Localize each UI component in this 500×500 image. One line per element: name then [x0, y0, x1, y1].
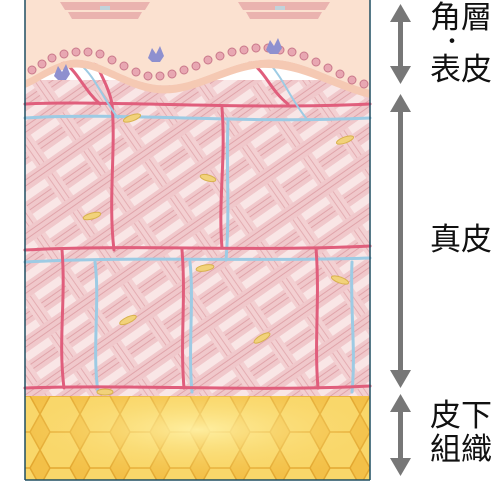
dermis-layer	[25, 80, 370, 396]
arrow-epidermis	[390, 4, 411, 84]
epidermis-layer	[25, 0, 370, 98]
diagram-frame	[24, 0, 371, 481]
epidermis-label-line1: 角層	[430, 0, 492, 36]
dermis-label: 真皮	[430, 222, 492, 258]
subcutis-label-line1: 皮下	[430, 398, 492, 434]
epidermis-label-separator: ・	[441, 30, 464, 55]
blood-vessel-network	[23, 58, 372, 394]
subcutaneous-fat-layer	[25, 396, 370, 480]
arrow-subcutis	[390, 394, 411, 476]
fibroblast-cells	[82, 113, 355, 396]
arrow-dermis	[390, 94, 411, 388]
subcutis-label-line2: 組織	[430, 432, 492, 468]
epidermis-label-line2: 表皮	[430, 52, 492, 88]
